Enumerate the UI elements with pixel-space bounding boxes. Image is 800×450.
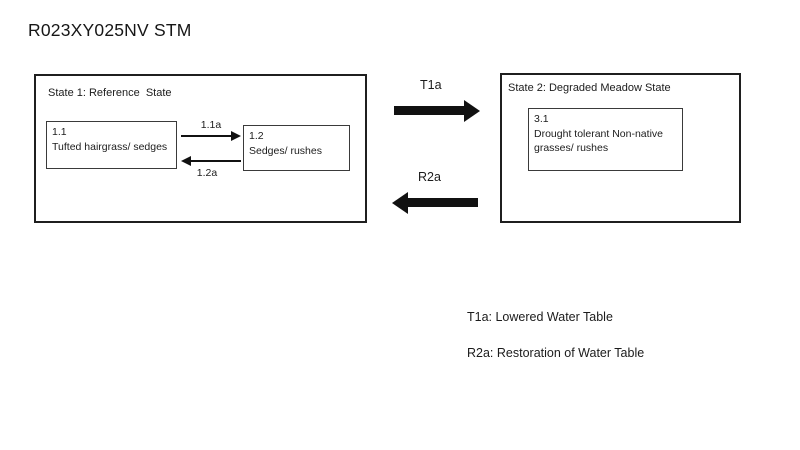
transition-t1a-arrowhead-icon (464, 100, 480, 122)
pathway-1-2a-arrow (190, 160, 241, 162)
community-1-1-id: 1.1 (52, 126, 67, 138)
transition-r2a-arrowhead-icon (392, 192, 408, 214)
pathway-1-1a-arrowhead-icon (231, 131, 241, 141)
community-box-3-1: 3.1 Drought tolerant Non-native grasses/… (528, 108, 683, 171)
state2-label: State 2: Degraded Meadow State (508, 82, 671, 94)
pathway-1-2a-label: 1.2a (196, 167, 218, 179)
pathway-1-1a-label: 1.1a (200, 119, 222, 131)
pathway-1-1a-arrow (181, 135, 232, 137)
legend-t1a: T1a: Lowered Water Table (467, 310, 613, 324)
legend-r2a: R2a: Restoration of Water Table (467, 346, 645, 360)
community-1-2-name: Sedges/ rushes (249, 144, 322, 157)
community-3-1-id: 3.1 (534, 113, 549, 125)
page-title: R023XY025NV STM (28, 20, 192, 40)
state1-label: State 1: Reference State (48, 87, 172, 99)
community-box-1-1: 1.1 Tufted hairgrass/ sedges (46, 121, 177, 169)
community-1-1-name: Tufted hairgrass/ sedges (52, 140, 168, 153)
transition-r2a-label: R2a (418, 170, 441, 184)
community-1-2-id: 1.2 (249, 130, 264, 142)
community-3-1-name: Drought tolerant Non-native grasses/ rus… (534, 127, 663, 155)
transition-t1a-arrow (394, 106, 464, 115)
transition-r2a-arrow (408, 198, 478, 207)
pathway-1-2a-arrowhead-icon (181, 156, 191, 166)
transition-t1a-label: T1a (420, 78, 442, 92)
community-box-1-2: 1.2 Sedges/ rushes (243, 125, 350, 171)
